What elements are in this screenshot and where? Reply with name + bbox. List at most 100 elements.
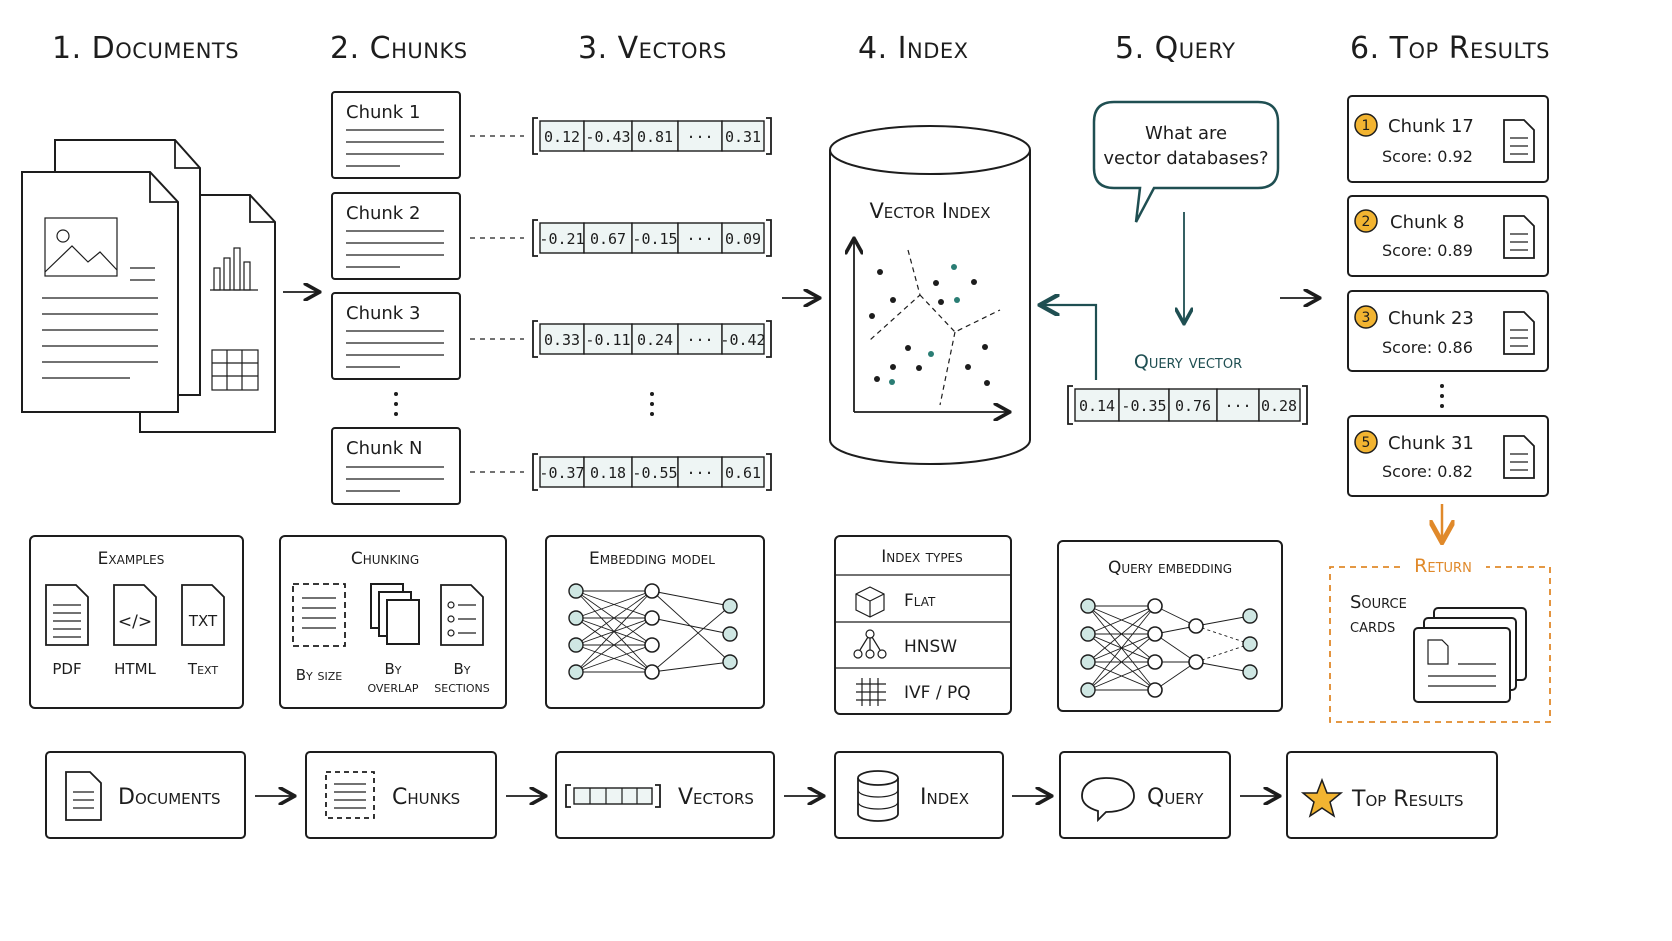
vector-value: 0.18 — [590, 464, 626, 482]
arrow-query-to-index — [1042, 305, 1098, 380]
index-type-label: Flat — [904, 591, 936, 611]
result-card: 5 Chunk 31 Score: 0.82 — [1347, 415, 1549, 497]
ellipsis-icon — [1440, 384, 1444, 408]
vector-value: 0.61 — [725, 464, 761, 482]
chunk-label: Chunk 2 — [346, 203, 420, 224]
grid-icon — [856, 678, 886, 706]
panel-title: Examples — [98, 549, 165, 569]
vector-index-cylinder: Vector Index — [829, 125, 1031, 465]
result-rank: 3 — [1362, 310, 1371, 326]
document-icon — [1503, 435, 1535, 479]
index-type-label: IVF / PQ — [904, 683, 971, 703]
chunk-card: Chunk N — [331, 427, 461, 505]
graph-icon — [853, 629, 887, 659]
chunk-label: Chunk N — [346, 438, 422, 459]
ellipsis-icon — [650, 392, 654, 416]
by-size-icon — [292, 583, 346, 647]
vector-value: -0.43 — [585, 128, 630, 146]
overlap-icon — [370, 583, 420, 645]
index-types-panel: Index types Flat HNSW IVF / PQ — [834, 535, 1012, 715]
vector-value: 0.31 — [725, 128, 761, 146]
table-icon — [211, 349, 259, 391]
pdf-file-icon — [45, 584, 89, 646]
query-embedding-panel: Query embedding — [1057, 540, 1283, 712]
chunking-label: sections — [434, 678, 489, 696]
document-icon — [65, 771, 102, 821]
source-cards-icon — [1413, 607, 1527, 703]
vector-value: -0.35 — [1121, 397, 1166, 415]
result-rank: 1 — [1362, 118, 1371, 134]
flow-label: Top Results — [1351, 787, 1464, 812]
chunk-card: Chunk 1 — [331, 91, 461, 179]
result-chunk: Chunk 31 — [1388, 433, 1474, 454]
query-vector: 0.14 -0.35 0.76 ··· 0.28 — [1067, 385, 1308, 425]
panel-title: Chunking — [351, 549, 419, 569]
chunk-vector-connectors — [470, 135, 524, 473]
vector-icon — [565, 784, 661, 808]
vector-value: -0.15 — [632, 230, 677, 248]
sections-icon — [440, 584, 484, 646]
result-score: Score: 0.89 — [1382, 241, 1473, 260]
step-heading-chunks: 2. Chunks — [330, 31, 468, 66]
flow-label: Vectors — [678, 785, 754, 810]
result-score: Score: 0.86 — [1382, 338, 1473, 357]
query-vector-label: Query vector — [1134, 351, 1242, 373]
vector-value: -0.55 — [632, 464, 677, 482]
result-chunk: Chunk 8 — [1390, 212, 1464, 233]
query-text: What are — [1145, 123, 1227, 144]
step-heading-index: 4. Index — [858, 31, 969, 66]
panel-title: Index types — [881, 547, 963, 567]
star-icon — [1300, 777, 1344, 818]
neural-network-icon — [1080, 598, 1258, 698]
document-icon — [1503, 215, 1535, 259]
chunk-card: Chunk 3 — [331, 292, 461, 380]
vector-value: -0.21 — [539, 230, 584, 248]
vector-value: 0.28 — [1261, 397, 1297, 415]
result-chunk: Chunk 17 — [1388, 116, 1474, 137]
chunking-label: By — [453, 660, 470, 678]
chunking-label: By — [384, 660, 401, 678]
result-card: 1 Chunk 17 Score: 0.92 — [1347, 95, 1549, 183]
txt-file-icon: TXT — [181, 584, 225, 646]
vector-row: 0.33 -0.11 0.24 ··· -0.42 — [532, 320, 772, 358]
return-label: Source — [1350, 592, 1407, 613]
vector-row: 0.12 -0.43 0.81 ··· 0.31 — [532, 117, 772, 155]
return-title: Return — [1414, 555, 1472, 577]
file-type-label: PDF — [52, 660, 81, 678]
vector-value: ··· — [686, 230, 713, 248]
chunk-label: Chunk 1 — [346, 102, 420, 123]
vector-value: ··· — [686, 464, 713, 482]
step-heading-vectors: 3. Vectors — [578, 31, 727, 66]
step-heading-query: 5. Query — [1115, 31, 1236, 66]
vector-value: 0.67 — [590, 230, 626, 248]
result-rank: 5 — [1362, 435, 1371, 451]
step-heading-top-results: 6. Top Results — [1350, 31, 1550, 66]
chunk-card: Chunk 2 — [331, 192, 461, 280]
chunking-label: By size — [296, 666, 343, 684]
chunking-label: overlap — [367, 678, 418, 696]
speech-bubble-icon — [1081, 777, 1135, 823]
panel-title: Query embedding — [1108, 558, 1232, 578]
vector-row: -0.37 0.18 -0.55 ··· 0.61 — [532, 453, 772, 491]
return-label: cards — [1350, 616, 1395, 637]
flow-label: Chunks — [392, 785, 460, 810]
flow-step-documents: Documents — [45, 751, 246, 839]
index-title: Vector Index — [869, 199, 990, 223]
result-chunk: Chunk 23 — [1388, 308, 1474, 329]
query-text: vector databases? — [1103, 148, 1268, 169]
flow-label: Index — [920, 785, 969, 810]
vector-row: -0.21 0.67 -0.15 ··· 0.09 — [532, 219, 772, 257]
chunk-icon — [325, 771, 375, 819]
result-card: 3 Chunk 23 Score: 0.86 — [1347, 290, 1549, 372]
cube-icon — [855, 586, 885, 618]
vector-value: -0.42 — [720, 331, 765, 349]
return-box: Return Source cards — [1329, 555, 1551, 723]
bar-chart-icon — [210, 247, 258, 291]
vector-value: 0.14 — [1079, 397, 1115, 415]
result-score: Score: 0.92 — [1382, 147, 1473, 166]
chunk-label: Chunk 3 — [346, 303, 420, 324]
cylinder-icon — [857, 770, 899, 822]
flow-label: Query — [1147, 785, 1204, 810]
vector-value: 0.76 — [1175, 397, 1211, 415]
svg-text:</>: </> — [118, 612, 152, 632]
